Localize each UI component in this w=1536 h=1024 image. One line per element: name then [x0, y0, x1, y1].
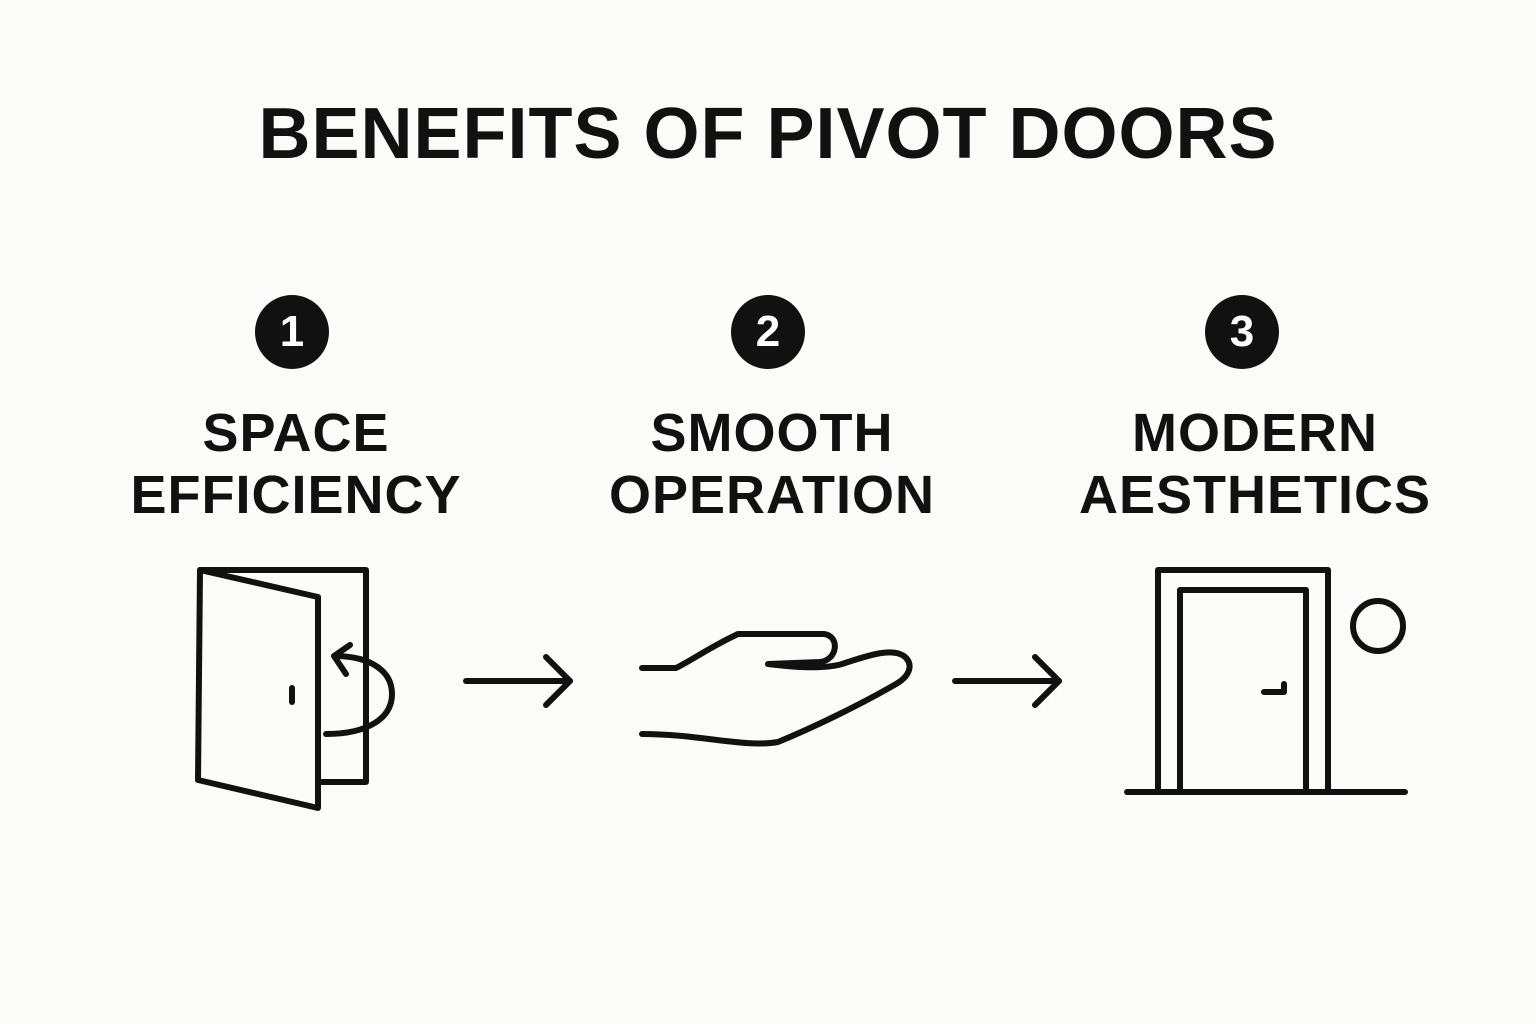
diagram-title: BENEFITS OF PIVOT DOORS — [258, 94, 1278, 174]
right-arrow-icon — [952, 654, 1062, 708]
step-1-label-line1: SPACE — [202, 403, 390, 463]
step-1-label: SPACE EFFICIENCY — [86, 402, 506, 526]
framed-door-icon — [1124, 567, 1408, 795]
step-2-number-badge: 2 — [731, 295, 805, 369]
step-3-label: MODERN AESTHETICS — [1045, 402, 1465, 526]
right-arrow-icon — [463, 654, 573, 708]
step-3-number-badge: 3 — [1205, 295, 1279, 369]
step-3-label-line2: AESTHETICS — [1078, 465, 1432, 525]
step-3-label-line1: MODERN — [1132, 403, 1378, 463]
pivot-door-icon — [195, 567, 395, 811]
step-2-label-line2: OPERATION — [608, 465, 935, 525]
step-1-label-line2: EFFICIENCY — [130, 465, 462, 525]
step-1-number-badge: 1 — [255, 295, 329, 369]
step-2-label: SMOOTH OPERATION — [562, 402, 982, 526]
step-2-label-line1: SMOOTH — [650, 403, 894, 463]
open-hand-icon — [639, 631, 913, 747]
